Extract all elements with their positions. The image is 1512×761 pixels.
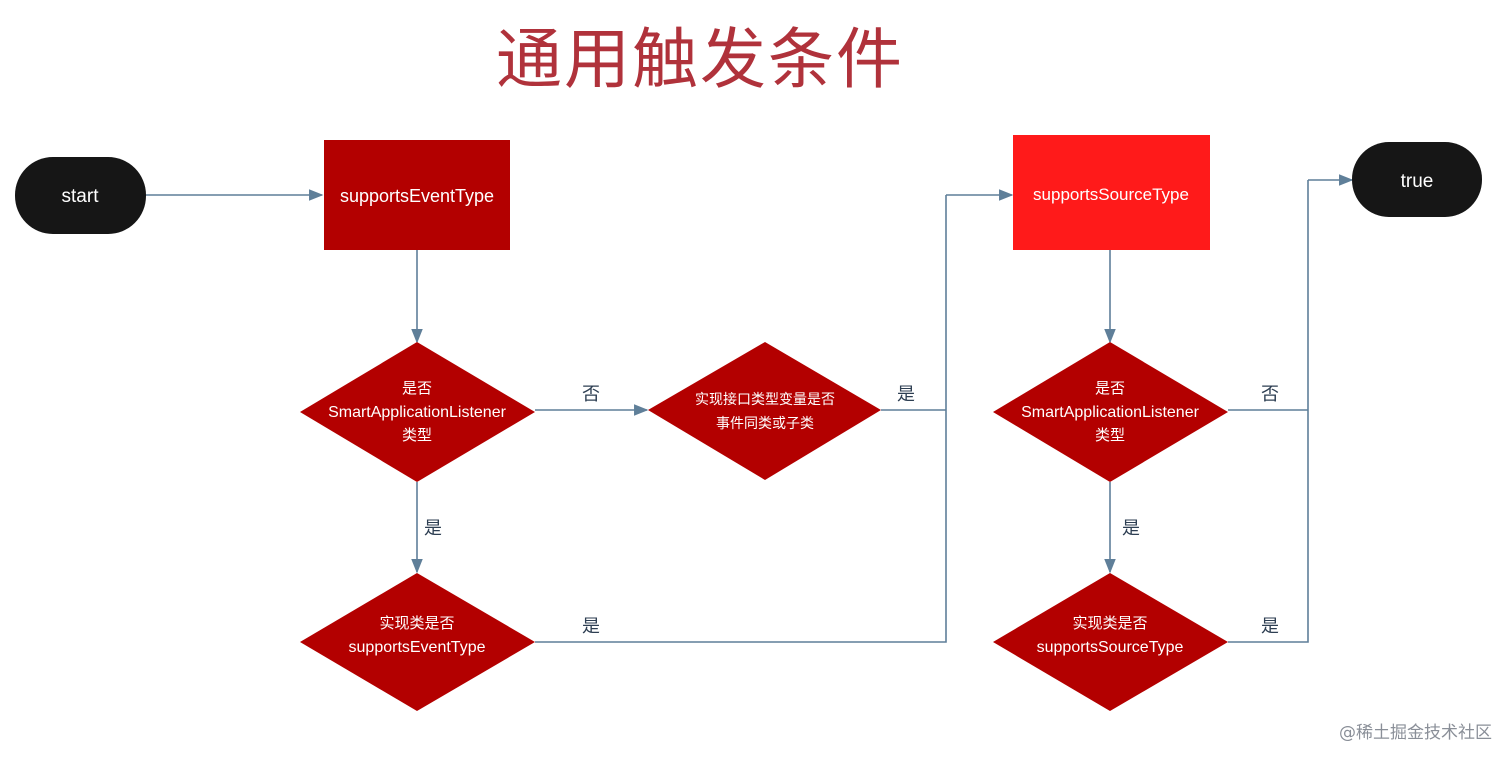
svg-text:true: true — [1401, 171, 1434, 192]
svg-text:类型: 类型 — [402, 427, 432, 444]
svg-text:supportsSourceType: supportsSourceType — [1033, 185, 1189, 204]
start-node: start — [15, 157, 146, 234]
edge-label-yes-impl-1: 是 — [582, 616, 600, 637]
svg-text:SmartApplicationListener: SmartApplicationListener — [1021, 404, 1200, 421]
svg-text:实现接口类型变量是否: 实现接口类型变量是否 — [695, 391, 835, 407]
svg-text:实现类是否: 实现类是否 — [1072, 615, 1147, 632]
edge-label-yes-1: 是 — [424, 518, 442, 539]
svg-text:是否: 是否 — [402, 380, 432, 397]
interface-generic-check-node: 实现接口类型变量是否 事件同类或子类 — [648, 342, 881, 480]
svg-text:start: start — [62, 186, 100, 207]
edge-impl-1-yes — [535, 195, 947, 643]
watermark: @稀土掘金技术社区 — [1339, 723, 1492, 743]
impl-supports-event-type-node: 实现类是否 supportsEventType — [300, 573, 535, 711]
svg-text:supportsEventType: supportsEventType — [349, 639, 486, 656]
smart-listener-check-2-node: 是否 SmartApplicationListener 类型 — [993, 342, 1228, 482]
edge-label-no-2: 否 — [1261, 384, 1279, 405]
smart-listener-check-1-node: 是否 SmartApplicationListener 类型 — [300, 342, 535, 482]
svg-text:supportsSourceType: supportsSourceType — [1037, 639, 1184, 656]
edge-label-yes-impl-2: 是 — [1261, 616, 1279, 637]
svg-text:类型: 类型 — [1095, 427, 1125, 444]
edge-label-yes-2: 是 — [1122, 518, 1140, 539]
svg-text:是否: 是否 — [1095, 380, 1125, 397]
page-title: 通用触发条件 — [496, 21, 904, 98]
impl-supports-source-type-node: 实现类是否 supportsSourceType — [993, 573, 1228, 711]
supports-event-type-node: supportsEventType — [324, 140, 510, 250]
edge-impl-2-yes — [1228, 180, 1309, 643]
svg-text:事件同类或子类: 事件同类或子类 — [716, 415, 814, 431]
svg-text:实现类是否: 实现类是否 — [379, 615, 454, 632]
svg-text:SmartApplicationListener: SmartApplicationListener — [328, 404, 507, 421]
supports-source-type-node: supportsSourceType — [1013, 135, 1210, 250]
svg-text:supportsEventType: supportsEventType — [340, 186, 494, 206]
connectors — [145, 174, 1354, 643]
edge-label-no-1: 否 — [582, 384, 600, 405]
edge-label-yes-interface: 是 — [897, 384, 915, 405]
true-node: true — [1352, 142, 1482, 217]
